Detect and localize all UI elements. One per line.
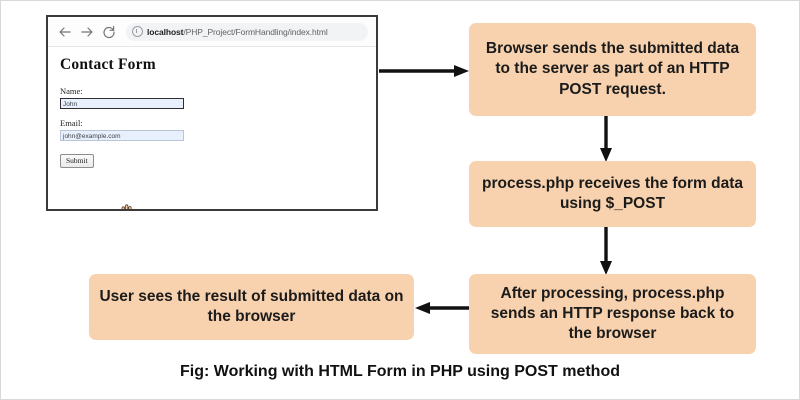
- browser-toolbar: localhost/PHP_Project/FormHandling/index…: [48, 17, 376, 47]
- reload-icon[interactable]: [100, 23, 117, 40]
- arrow-step3-to-step4: [415, 298, 471, 318]
- page-title: Contact Form: [60, 56, 156, 73]
- name-input[interactable]: John: [60, 98, 184, 109]
- url-path: /PHP_Project/FormHandling/index.html: [183, 26, 328, 37]
- url-host: localhost: [147, 26, 184, 37]
- submit-button[interactable]: Submit: [60, 154, 94, 168]
- flow-box-process-receives: process.php receives the form data using…: [469, 161, 756, 227]
- email-field-label: Email:: [60, 118, 83, 128]
- arrow-step1-to-step2: [596, 116, 616, 162]
- url-text: localhost/PHP_Project/FormHandling/index…: [147, 27, 328, 37]
- arrow-browser-to-step1: [379, 61, 469, 81]
- figure-caption: Fig: Working with HTML Form in PHP using…: [180, 363, 620, 380]
- back-arrow-icon[interactable]: [56, 23, 73, 40]
- browser-window-mock: localhost/PHP_Project/FormHandling/index…: [46, 15, 378, 211]
- email-input[interactable]: john@example.com: [60, 130, 184, 141]
- flow-box-user-sees: User sees the result of submitted data o…: [89, 274, 414, 340]
- pointing-hand-cursor-icon: [116, 203, 134, 209]
- flow-box-after-processing: After processing, process.php sends an H…: [469, 274, 756, 354]
- arrow-step2-to-step3: [596, 227, 616, 275]
- site-info-icon[interactable]: [132, 26, 143, 37]
- url-bar[interactable]: localhost/PHP_Project/FormHandling/index…: [126, 22, 368, 41]
- forward-arrow-icon[interactable]: [78, 23, 95, 40]
- name-field-label: Name:: [60, 86, 83, 96]
- rendered-page-content: Contact Form Name: John Email: john@exam…: [48, 47, 376, 168]
- flow-box-browser-sends: Browser sends the submitted data to the …: [469, 23, 756, 116]
